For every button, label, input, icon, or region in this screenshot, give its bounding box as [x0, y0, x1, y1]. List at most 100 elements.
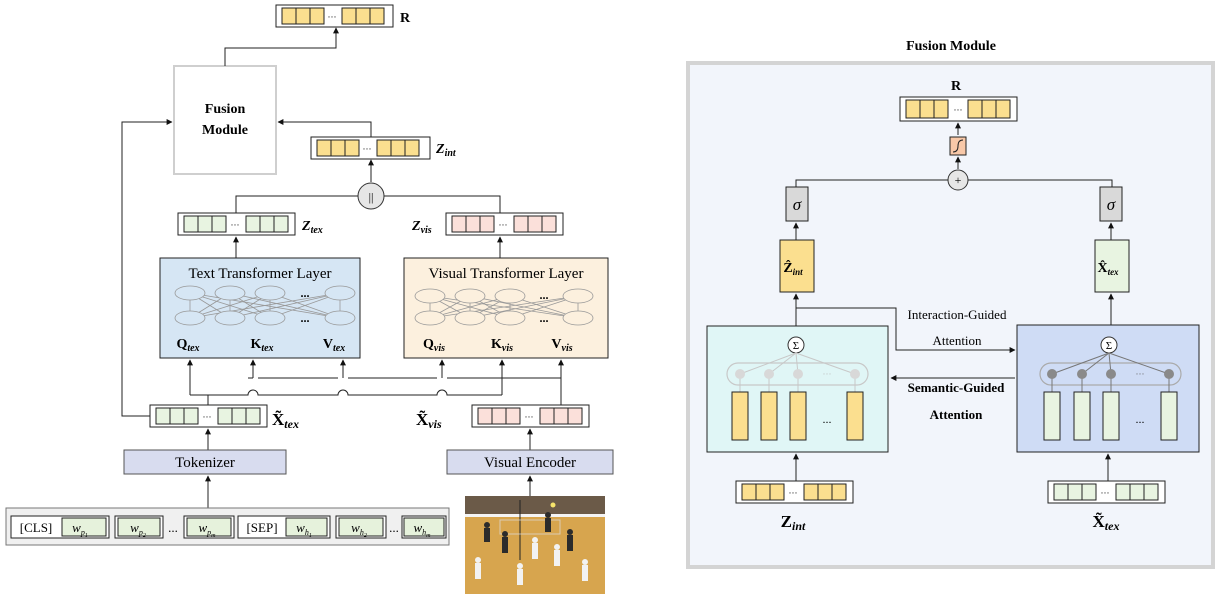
token-wh2: wh2 [351, 520, 367, 539]
token-dots-2: ... [389, 520, 399, 535]
ellipsis: ··· [203, 412, 212, 422]
z-hat-main: Ẑ [783, 259, 792, 276]
token-sub: 1 [85, 533, 88, 539]
token-p: p [206, 528, 211, 537]
token-h: h [360, 528, 364, 537]
ellipsis: ··· [499, 220, 508, 230]
interaction-guided-label-line1: Interaction-Guided [908, 307, 1007, 322]
x-vis-main: X̃ [416, 409, 429, 429]
column-dots-right: ... [1136, 412, 1145, 426]
input-image [465, 496, 605, 594]
interaction-attention-block: Σ ··· ... [706, 325, 889, 453]
semantic-attention-block: Σ ··· ... [1016, 324, 1200, 453]
x-tex-main: X̃ [272, 409, 285, 429]
z-int-label: Zint [435, 142, 457, 159]
visual-transformer-title: Visual Transformer Layer [429, 266, 584, 282]
output-r-label: R [400, 11, 411, 26]
token-w: w [413, 520, 422, 535]
token-whm: whm [413, 520, 431, 539]
x-hat-main: X̂ [1097, 259, 1107, 276]
q-tex-label: Qtex [176, 337, 199, 354]
z-tex-vector: ··· [177, 212, 296, 236]
v-tex-label: Vtex [323, 337, 345, 354]
visual-neuron-dots-bottom: ... [540, 311, 549, 325]
plus-symbol: + [955, 173, 962, 187]
x-tex-sub: tex [284, 417, 299, 431]
z-tex-to-concat-line [235, 195, 358, 213]
q-vis-main: Q [423, 337, 434, 352]
text-neuron-dots-top: ... [301, 286, 310, 300]
token-wh1: wh1 [296, 520, 312, 539]
fusion-module-label-line1: Fusion [205, 102, 246, 117]
k-tex-main: K [250, 337, 261, 352]
token-wp1: wp1 [72, 520, 88, 539]
z-tex-sub: tex [311, 225, 323, 236]
interaction-guided-label-line2: Attention [932, 333, 982, 348]
ellipsis: ··· [789, 488, 798, 498]
token-w: w [351, 520, 360, 535]
fusion-z-int-input-vector: ··· [735, 480, 854, 504]
x-vis-label: X̃vis [416, 409, 442, 431]
z-vis-sub: vis [421, 225, 432, 236]
token-sep: [SEP] [246, 520, 277, 535]
token-sub: 2 [364, 533, 367, 539]
token-sub: m [426, 533, 431, 539]
fusion-x-tex-sub: tex [1105, 519, 1120, 533]
x-hat-sub: tex [1108, 267, 1119, 277]
fusion-module-box [173, 65, 277, 175]
token-p: p [138, 528, 143, 537]
token-w: w [296, 520, 305, 535]
visual-neuron-dots-top: ... [540, 288, 549, 302]
v-tex-main: V [323, 337, 333, 352]
fusion-z-int-input-label: Zint [781, 512, 806, 533]
v-tex-sub: tex [333, 343, 345, 354]
v-vis-sub: vis [562, 343, 573, 354]
z-hat-int-label: Ẑint [783, 259, 803, 277]
x-tex-vector: ··· [149, 404, 268, 428]
z-vis-to-concat-line [384, 195, 501, 213]
fusion-detail-title: Fusion Module [906, 39, 996, 54]
q-vis-sub: vis [434, 343, 445, 354]
ellipsis: ··· [231, 220, 240, 230]
z-vis-main: Z [411, 219, 421, 234]
fusion-x-tex-input-label: X̃tex [1093, 511, 1120, 533]
node-dots-right: ··· [1136, 369, 1145, 379]
fusion-output-r-label: R [951, 79, 962, 94]
visual-encoder-box [446, 449, 614, 475]
z-tex-main: Z [301, 219, 311, 234]
q-tex-sub: tex [187, 343, 199, 354]
ellipsis: ··· [1101, 488, 1110, 498]
sigma-gate-left [785, 186, 809, 222]
token-dots-1: ... [168, 520, 178, 535]
tokenizer-label: Tokenizer [175, 455, 235, 471]
ellipsis: ··· [328, 12, 337, 22]
sigma-symbol-right: σ [1107, 195, 1116, 214]
fusion-x-tex-main: X̃ [1093, 511, 1106, 531]
k-vis-sub: vis [502, 343, 513, 354]
q-vis-label: Qvis [423, 337, 445, 354]
text-neuron-dots-bottom: ... [301, 311, 310, 325]
z-hat-sub: int [793, 267, 804, 277]
k-tex-sub: tex [261, 343, 273, 354]
q-tex-main: Q [176, 337, 187, 352]
output-r-vector: ··· [275, 4, 394, 28]
left-sigma-to-plus-line [795, 179, 948, 187]
sum-symbol-right: Σ [1106, 340, 1112, 352]
k-tex-label: Ktex [250, 337, 273, 354]
fusion-z-int-sub: int [792, 519, 806, 533]
fusion-to-r-arrow [224, 27, 339, 66]
qkv-routing-lines [187, 359, 564, 405]
token-cls: [CLS] [20, 520, 53, 535]
x-vis-vector: ··· [471, 404, 590, 428]
column-dots-left: ... [823, 412, 832, 426]
sigma-symbol-left: σ [793, 195, 802, 214]
sigma-gate-right [1099, 186, 1123, 222]
z-int-main: Z [435, 142, 445, 157]
x-tex-label: X̃tex [272, 409, 299, 431]
semantic-guided-label-line1: Semantic-Guided [908, 380, 1006, 395]
z-hat-int-block [779, 239, 815, 293]
fusion-z-int-main: Z [781, 512, 792, 531]
z-int-sub: int [445, 148, 457, 159]
